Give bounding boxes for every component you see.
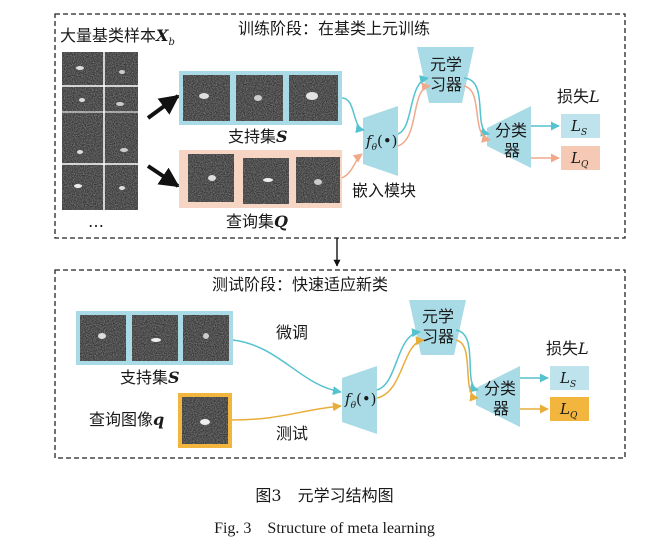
train-meta-to-classifier-teal-arrow bbox=[463, 77, 490, 137]
train-support-images bbox=[183, 75, 338, 121]
test-loss-title-text: 损失 bbox=[546, 339, 579, 358]
train-loss-q-sub: Q bbox=[580, 160, 589, 170]
test-meta-to-classifier-gold-arrow bbox=[455, 339, 479, 402]
test-classifier-label-1: 分类 bbox=[484, 379, 517, 398]
test-loss-q-box bbox=[550, 397, 589, 421]
test-meta-learner-label-1: 元学 bbox=[422, 307, 455, 326]
test-embed-func-arg: (•) bbox=[355, 390, 377, 408]
train-meta-learner bbox=[417, 47, 474, 103]
base-samples-text: 大量基类样本 bbox=[60, 26, 157, 45]
test-embedding-module bbox=[342, 366, 377, 434]
train-classifier-label-2: 器 bbox=[504, 141, 521, 160]
test-classifier-label-2: 器 bbox=[493, 399, 510, 418]
train-meta-to-classifier-orange-arrow bbox=[463, 85, 491, 143]
test-query-to-embed-arrow bbox=[231, 402, 342, 421]
train-embedding-module bbox=[363, 106, 398, 176]
test-support-set-label: 支持集S bbox=[120, 369, 180, 387]
train-stage-title: 训练阶段：在基类上元训练 bbox=[238, 19, 431, 38]
train-support-set-label: 支持集S bbox=[228, 128, 288, 146]
train-loss-s-sub: S bbox=[580, 128, 588, 138]
train-classifier-label-1: 分类 bbox=[495, 121, 528, 140]
base-sample-stack-bottom bbox=[62, 134, 138, 210]
base-samples-symbol: X bbox=[156, 26, 169, 45]
test-query-image-text: 查询图像 bbox=[89, 410, 154, 429]
test-loss-s-label: LS bbox=[560, 369, 576, 394]
train-embed-to-meta-teal-arrow bbox=[397, 75, 429, 135]
train-loss-s-box bbox=[561, 114, 600, 138]
figure-caption-en: Fig. 3 Structure of meta learning bbox=[214, 520, 435, 537]
base-samples-subscript: b bbox=[168, 37, 175, 49]
test-panel-frame bbox=[54, 269, 626, 459]
test-support-set-symbol: S bbox=[168, 368, 180, 387]
train-query-set-symbol: Q bbox=[274, 212, 288, 231]
train-support-set-text: 支持集 bbox=[228, 127, 277, 146]
test-embed-func-sub: θ bbox=[350, 401, 356, 411]
test-embed-to-meta-teal-arrow bbox=[376, 328, 421, 391]
test-loss-q-sub: Q bbox=[569, 411, 578, 421]
test-loss-s-box bbox=[550, 366, 589, 390]
train-query-set-text: 查询集 bbox=[226, 212, 275, 231]
train-query-images bbox=[188, 154, 340, 204]
train-embed-func-symbol: f bbox=[366, 132, 372, 150]
train-meta-learner-label-2: 习器 bbox=[430, 75, 463, 94]
train-loss-s-symbol: L bbox=[571, 117, 581, 135]
train-embed-func-arg: (•) bbox=[376, 132, 398, 150]
train-meta-learner-label-1: 元学 bbox=[430, 55, 463, 74]
arrow-to-support-set bbox=[146, 94, 180, 120]
base-samples-label: 大量基类样本Xb bbox=[60, 27, 175, 52]
train-loss-q-symbol: L bbox=[571, 149, 581, 167]
test-loss-title-symbol: L bbox=[578, 339, 589, 358]
test-classifier bbox=[476, 366, 520, 427]
train-query-set-label: 查询集Q bbox=[226, 213, 288, 231]
test-query-image-label: 查询图像q bbox=[89, 411, 164, 429]
test-loss-q-symbol: L bbox=[560, 400, 570, 418]
base-sample-stack-top bbox=[62, 52, 138, 142]
test-finetune-label: 微调 bbox=[276, 323, 309, 342]
train-support-set-symbol: S bbox=[276, 127, 288, 146]
base-samples-ellipsis: … bbox=[88, 212, 104, 231]
test-meta-to-classifier-teal-arrow bbox=[455, 329, 479, 393]
train-support-to-embed-arrow bbox=[341, 97, 365, 134]
test-support-set-text: 支持集 bbox=[120, 368, 169, 387]
test-embed-to-meta-gold-arrow bbox=[376, 336, 425, 399]
test-embed-func-symbol: f bbox=[345, 390, 351, 408]
test-query-image-symbol: q bbox=[153, 410, 165, 429]
test-test-label: 测试 bbox=[276, 424, 309, 443]
train-embed-to-meta-orange-arrow bbox=[397, 82, 431, 147]
train-embed-func-label: fθ(•) bbox=[366, 132, 398, 157]
test-support-to-embed-arrow bbox=[232, 339, 342, 396]
test-loss-s-sub: S bbox=[569, 380, 577, 390]
train-loss-s-label: LS bbox=[571, 117, 587, 142]
arrow-to-query-set bbox=[146, 164, 180, 188]
test-embed-func-label: fθ(•) bbox=[345, 390, 377, 415]
train-loss-title-text: 损失 bbox=[557, 87, 590, 106]
train-embed-module-label: 嵌入模块 bbox=[352, 181, 417, 200]
test-loss-q-label: LQ bbox=[560, 400, 577, 425]
train-query-to-embed-arrow bbox=[341, 153, 363, 179]
train-loss-q-box bbox=[561, 146, 600, 170]
test-loss-title: 损失L bbox=[546, 340, 589, 358]
train-embed-func-sub: θ bbox=[371, 143, 377, 153]
figure-caption-cn: 图3 元学习结构图 bbox=[255, 486, 394, 505]
test-meta-learner-label-2: 习器 bbox=[422, 327, 455, 346]
train-loss-q-label: LQ bbox=[571, 149, 588, 174]
train-loss-title-symbol: L bbox=[589, 87, 600, 106]
train-classifier bbox=[487, 106, 531, 168]
test-support-images bbox=[80, 315, 229, 361]
train-loss-title: 损失L bbox=[557, 88, 600, 106]
test-query-image bbox=[182, 397, 228, 444]
train-panel-frame bbox=[54, 13, 626, 239]
test-loss-s-symbol: L bbox=[560, 369, 570, 387]
test-stage-title: 测试阶段：快速适应新类 bbox=[212, 275, 389, 294]
